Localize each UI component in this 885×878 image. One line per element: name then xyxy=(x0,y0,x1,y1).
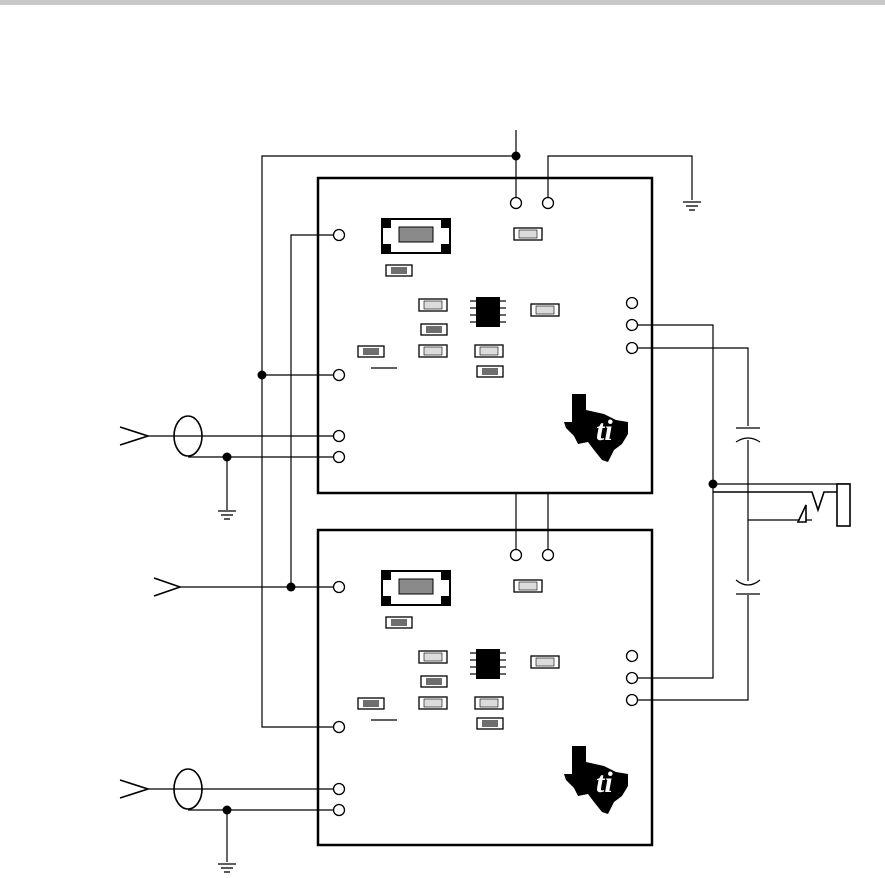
upper-terminal-right-3 xyxy=(627,343,638,354)
lower-terminal-left-1 xyxy=(334,582,345,593)
lower-board xyxy=(318,530,652,845)
input-arrow-upper-audio xyxy=(120,427,148,445)
lower-resistor-r5 xyxy=(419,697,447,709)
upper-board xyxy=(318,178,652,493)
lower-terminal-top-1 xyxy=(511,550,522,561)
capacitor-upper-output xyxy=(736,428,760,442)
upper-terminal-right-2 xyxy=(627,320,638,331)
upper-terminal-left-2 xyxy=(334,370,345,381)
capacitor-lower-output xyxy=(736,580,760,594)
lower-resistor-r7 xyxy=(477,718,503,729)
lower-resistor-r6 xyxy=(475,697,503,709)
lower-resistor-r3 xyxy=(419,651,447,663)
upper-terminal-left-3 xyxy=(334,431,345,442)
lower-terminal-left-3 xyxy=(334,784,345,795)
lower-resistor-r8 xyxy=(531,656,559,668)
lower-terminal-right-2 xyxy=(627,673,638,684)
upper-terminal-left-1 xyxy=(334,230,345,241)
upper-resistor-r1 xyxy=(386,265,412,276)
lower-resistor-r2 xyxy=(514,580,542,592)
ground-symbol-upper-input xyxy=(218,511,236,519)
upper-resistor-r6 xyxy=(475,345,503,357)
upper-resistor-r7 xyxy=(477,366,503,377)
lower-terminal-left-4 xyxy=(334,805,345,816)
input-arrow-control xyxy=(154,578,180,596)
upper-terminal-top-2 xyxy=(543,198,554,209)
ground-symbol-supply xyxy=(683,202,701,210)
lower-terminal-right-3 xyxy=(627,695,638,706)
upper-resistor-r2 xyxy=(514,228,542,240)
lower-terminal-top-2 xyxy=(543,550,554,561)
upper-terminal-left-4 xyxy=(334,452,345,463)
upper-resistor-r8 xyxy=(531,304,559,316)
upper-resistor-r9 xyxy=(358,346,384,357)
lower-terminal-right-1 xyxy=(627,651,638,662)
input-arrow-lower-audio xyxy=(120,780,148,798)
upper-terminal-top-1 xyxy=(511,198,522,209)
lower-resistor-r1 xyxy=(386,617,412,628)
lower-resistor-r4 xyxy=(421,676,447,687)
lower-terminal-left-2 xyxy=(334,722,345,733)
upper-resistor-r3 xyxy=(419,299,447,311)
upper-resistor-r5 xyxy=(419,345,447,357)
upper-terminal-right-1 xyxy=(627,298,638,309)
upper-trimmer xyxy=(381,218,451,254)
ground-symbol-lower-input xyxy=(218,864,236,872)
lower-resistor-r9 xyxy=(358,698,384,709)
upper-resistor-r4 xyxy=(421,324,447,335)
lower-trimmer xyxy=(381,570,451,606)
